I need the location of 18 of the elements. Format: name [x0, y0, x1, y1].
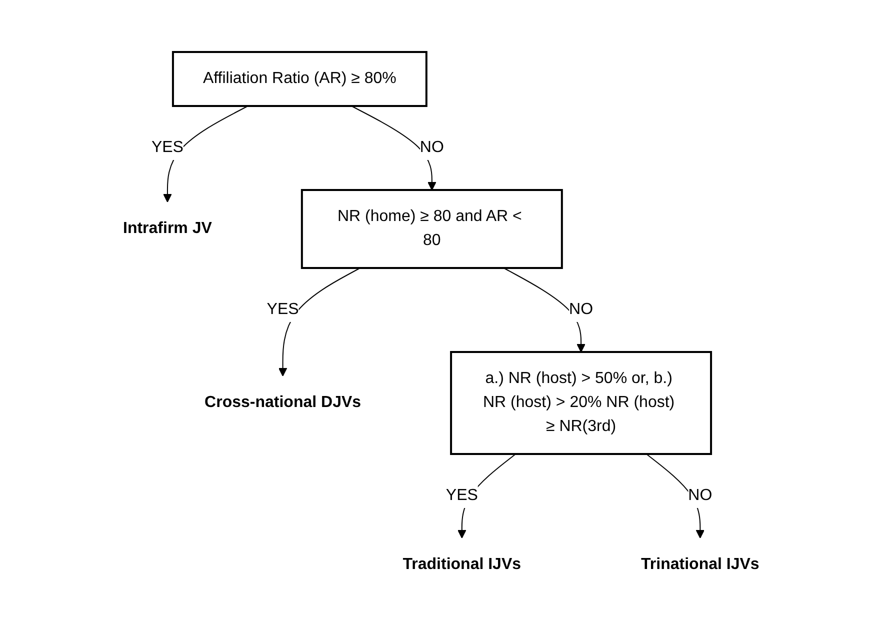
arrow: [350, 106, 436, 190]
node-text: Trinational IJVs: [640, 556, 760, 573]
arrow: [162, 106, 248, 202]
node-box: NR (home) ≥ 80 and AR < 80: [300, 189, 563, 269]
node-text: Traditional IJVs: [402, 556, 521, 573]
arrow: [278, 268, 360, 376]
node-text: Intrafirm JV: [122, 220, 212, 237]
edge-label: NO: [420, 139, 444, 156]
edge-label: YES: [151, 139, 184, 156]
arrow: [646, 454, 704, 538]
edge-label: YES: [266, 301, 299, 318]
arrow: [503, 268, 586, 352]
node-box: Affiliation Ratio (AR) ≥ 80%: [172, 51, 428, 107]
edge-label: YES: [446, 486, 478, 504]
edge-label: NO: [688, 486, 712, 504]
node-box: a.) NR (host) > 50% or, b.) NR (host) > 20% NR (host) ≥ NR(3rd): [450, 351, 712, 455]
node-text: Cross-national DJVs: [204, 394, 361, 411]
edge-label: NO: [568, 301, 593, 318]
